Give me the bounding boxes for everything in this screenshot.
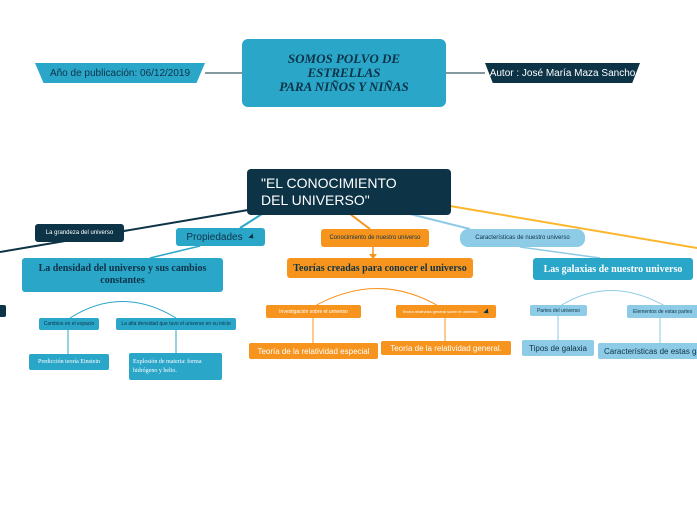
connector-central-right xyxy=(449,205,697,249)
densidad-label: La densidad del universo y sus cambios c… xyxy=(38,263,207,286)
branch-conocimiento[interactable]: Conocimiento de nuestro universo xyxy=(321,229,429,247)
branch-propiedades[interactable]: Propiedades xyxy=(176,228,265,246)
publication-date-banner[interactable]: Año de publicación: 06/12/2019 xyxy=(35,63,205,83)
prediccion-node[interactable]: Predicción teoría Einstein xyxy=(29,354,109,370)
central-line-2: DEL UNIVERSO" xyxy=(261,192,370,208)
branch-caracteristicas-label: Características de nuestro universo xyxy=(475,235,570,241)
caracteristicas-galaxias-label: Características de estas galaxias xyxy=(604,346,697,356)
alta-densidad-label: La alta densidad que tuvo el universo en… xyxy=(121,321,231,327)
title-node[interactable]: SOMOS POLVO DE ESTRELLAS PARA NIÑOS Y NI… xyxy=(242,39,446,107)
explosion-label: Explosión de materia: forma hidrógeno y … xyxy=(133,358,202,374)
teoria-relativista-node[interactable]: Teoría relativista general sobre el univ… xyxy=(396,305,496,318)
tipos-galaxia-node[interactable]: Tipos de galaxia xyxy=(522,340,594,356)
central-line-1: "EL CONOCIMIENTO xyxy=(261,175,397,191)
relatividad-general-node[interactable]: Teoría de la relatividad general. xyxy=(381,341,511,355)
alta-densidad-node[interactable]: La alta densidad que tuvo el universo en… xyxy=(116,318,236,330)
expand-chevron-icon[interactable] xyxy=(483,307,491,316)
title-line-1: SOMOS POLVO DE xyxy=(287,51,401,66)
partes-label: Partes del universo xyxy=(537,307,580,314)
partes-node[interactable]: Partes del universo xyxy=(530,305,587,316)
expand-chevron-icon[interactable] xyxy=(248,233,256,241)
author-banner[interactable]: Autor : José María Maza Sancho xyxy=(485,63,640,83)
investigacion-node[interactable]: Investigación sobre el universo xyxy=(266,305,361,318)
connector-central-conocimiento xyxy=(349,213,371,230)
elementos-node[interactable]: Elementos de estas partes xyxy=(627,305,697,318)
branch-propiedades-label: Propiedades xyxy=(186,231,243,243)
teoria-relativista-label: Teoría relativista general sobre el univ… xyxy=(402,309,478,314)
connector-galaxias-children xyxy=(559,290,666,307)
explosion-node[interactable]: Explosión de materia: forma hidrógeno y … xyxy=(129,353,222,380)
elementos-label: Elementos de estas partes xyxy=(633,308,693,315)
title-line-2: ESTRELLAS xyxy=(307,65,381,80)
relatividad-especial-label: Teoría de la relatividad especial xyxy=(257,346,370,356)
publication-date-text: Año de publicación: 06/12/2019 xyxy=(49,67,191,79)
connector-densidad-children xyxy=(69,301,177,319)
relatividad-especial-node[interactable]: Teoría de la relatividad especial xyxy=(249,343,378,359)
branch-grandeza[interactable]: La grandeza del universo xyxy=(35,224,124,242)
connector-central-propiedades xyxy=(239,213,263,229)
branch-conocimiento-label: Conocimiento de nuestro universo xyxy=(329,235,421,241)
tipos-galaxia-label: Tipos de galaxia xyxy=(529,343,587,353)
connector-teorias-children xyxy=(312,288,441,308)
cambios-espacio-label: Cambios en el espacio xyxy=(43,321,95,327)
connector-caracteristicas-galaxias xyxy=(519,246,601,259)
branch-grandeza-label: La grandeza del universo xyxy=(45,230,114,236)
teorias-node[interactable]: Teorías creadas para conocer el universo xyxy=(287,258,473,278)
offscreen-left-node[interactable] xyxy=(0,305,6,317)
densidad-node[interactable]: La densidad del universo y sus cambios c… xyxy=(22,258,223,292)
central-node[interactable]: "EL CONOCIMIENTO DEL UNIVERSO" xyxy=(247,169,451,215)
branch-caracteristicas[interactable]: Características de nuestro universo xyxy=(460,229,585,247)
title-line-3: PARA NIÑOS Y NIÑAS xyxy=(279,79,409,94)
caracteristicas-galaxias-node[interactable]: Características de estas galaxias xyxy=(598,343,697,359)
cambios-espacio-node[interactable]: Cambios en el espacio xyxy=(39,318,99,330)
connector-central-caracteristicas xyxy=(409,213,471,230)
relatividad-general-label: Teoría de la relatividad general. xyxy=(390,343,502,353)
teorias-label: Teorías creadas para conocer el universo xyxy=(293,262,467,274)
prediccion-label: Predicción teoría Einstein xyxy=(38,359,100,365)
author-text: Autor : José María Maza Sancho xyxy=(489,67,636,79)
investigacion-label: Investigación sobre el universo xyxy=(279,308,348,315)
connector-propiedades-densidad xyxy=(149,245,201,259)
arrow-teorias xyxy=(369,254,377,259)
galaxias-node[interactable]: Las galaxias de nuestro universo xyxy=(533,258,693,280)
connector-central-left xyxy=(0,209,249,253)
galaxias-label: Las galaxias de nuestro universo xyxy=(543,263,683,275)
